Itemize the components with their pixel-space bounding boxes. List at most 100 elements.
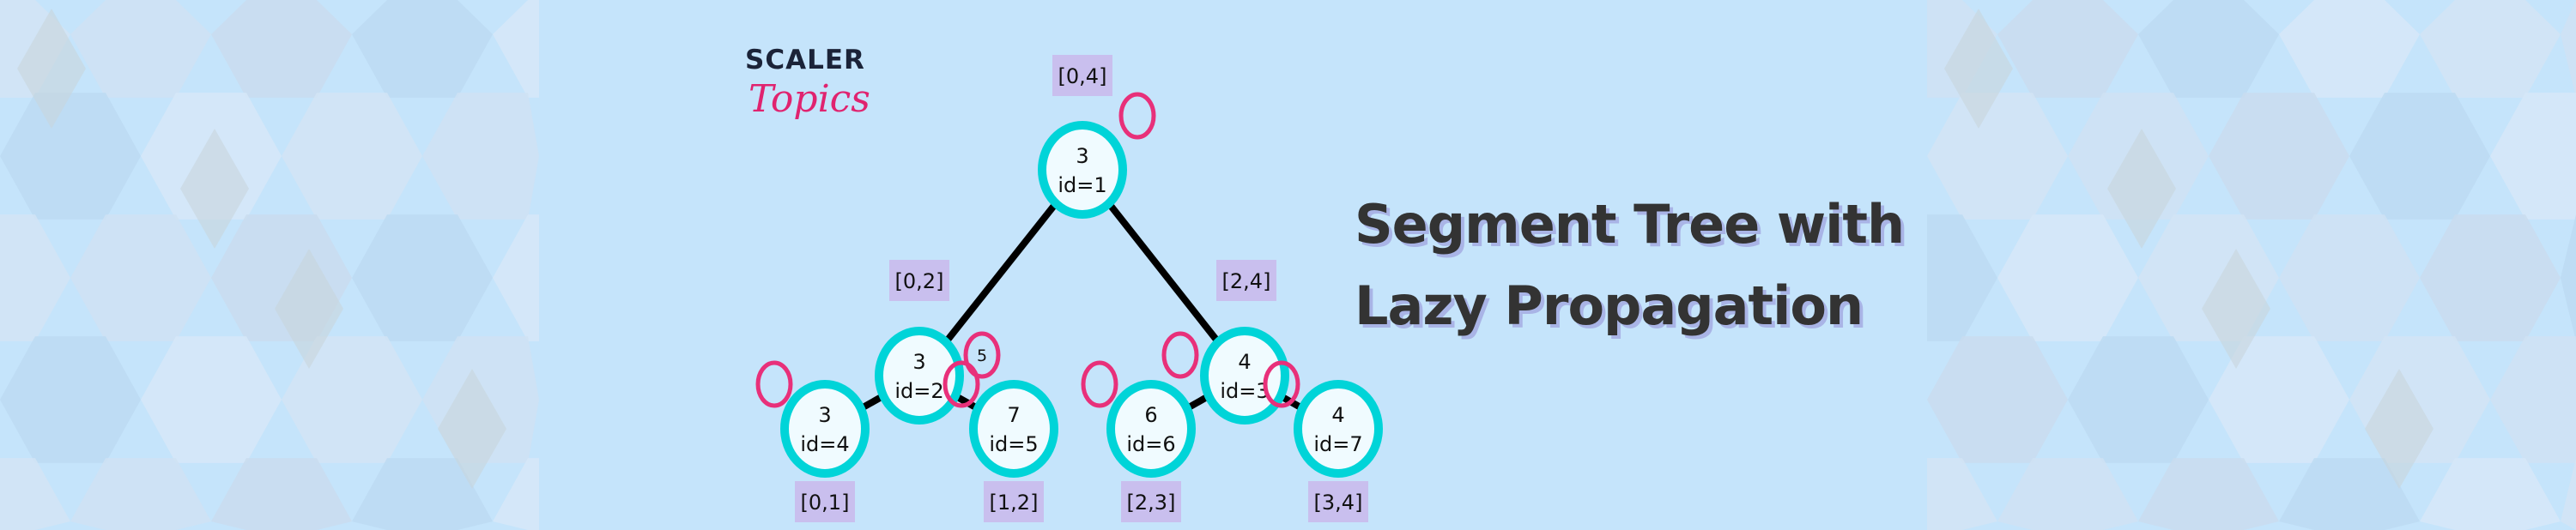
node-value: 4 <box>1331 403 1344 427</box>
hexagon-shape <box>1927 458 1997 530</box>
range-label: [1,2] <box>990 491 1039 515</box>
hexagon-shape <box>70 0 211 98</box>
hexagon-shape <box>1927 336 2068 463</box>
range-label: [2,3] <box>1127 491 1176 515</box>
lazy-value-circle <box>1263 360 1300 408</box>
hexagon-shape <box>211 0 352 98</box>
hexagon-shape <box>493 0 539 98</box>
tree-node: 3id=2[0,2]5 <box>875 260 1001 425</box>
hexagon-shape <box>0 93 141 220</box>
hexagon-shape <box>2279 0 2420 98</box>
tree-node: 3 id=1 [0,4] <box>1038 55 1156 219</box>
hexagon-shape <box>0 214 70 341</box>
lazy-value-circle <box>963 331 1001 379</box>
range-label: [0,1] <box>801 491 850 515</box>
hexagon-shape <box>493 214 539 341</box>
range-label-box <box>1308 481 1368 522</box>
hexagon-shape <box>2561 458 2576 530</box>
hexagon-shape <box>2138 458 2279 530</box>
node-circle <box>1038 121 1127 219</box>
diamond-shape <box>1944 9 2013 129</box>
tree-node: 4id=7[3,4] <box>1263 360 1383 522</box>
diamond-shape <box>2365 369 2434 489</box>
lazy-value-circle <box>1118 92 1156 140</box>
node-id: id=1 <box>1058 173 1106 197</box>
title-line-1: Segment Tree with <box>1355 193 1905 256</box>
node-circle <box>1200 327 1289 425</box>
logo-topics-text: Topics <box>749 77 870 121</box>
node-circle <box>969 380 1058 478</box>
node-id: id=7 <box>1313 432 1362 456</box>
hexagon-shape <box>2209 336 2349 463</box>
hexagon-shape <box>2490 93 2576 220</box>
hexagon-shape <box>422 93 539 220</box>
hexagon-shape <box>0 458 70 530</box>
hexagon-shape <box>1997 458 2138 530</box>
lazy-value: 5 <box>977 346 987 365</box>
diamond-shape <box>438 369 506 489</box>
tree-node: 4 id=3 [2,4] <box>1161 260 1289 425</box>
hexagon-shape <box>0 336 141 463</box>
node-id: id=3 <box>1220 379 1269 403</box>
hexagon-shape <box>2561 0 2576 98</box>
hexagon-shape <box>2138 0 2279 98</box>
tree-node: 7 id=5 [1,2] <box>943 360 1058 522</box>
node-circle <box>1106 380 1196 478</box>
hexagon-shape <box>2209 93 2349 220</box>
hexagon-shape <box>352 214 493 341</box>
hexagon-shape <box>282 93 422 220</box>
node-circle <box>1294 380 1383 478</box>
range-label-box <box>984 481 1044 522</box>
hexagon-shape <box>1997 0 2138 98</box>
lazy-value-circle <box>1161 331 1199 379</box>
hexagon-shape <box>2561 214 2576 341</box>
hexagon-shape <box>2279 214 2420 341</box>
hexagon-shape <box>141 336 282 463</box>
hexagon-shape <box>70 214 211 341</box>
hexagon-shape <box>211 458 352 530</box>
node-id: id=4 <box>800 432 849 456</box>
diamond-shape <box>180 129 249 249</box>
lazy-value-circle <box>755 360 793 408</box>
left-hex-band <box>0 0 539 530</box>
lazy-value-circle <box>1081 360 1118 408</box>
node-value: 3 <box>818 403 831 427</box>
scaler-topics-logo: SCALER Topics <box>745 45 870 122</box>
range-label: [2,4] <box>1222 269 1271 293</box>
range-label-box <box>1052 55 1112 96</box>
page-title: Segment Tree with Lazy Propagation <box>1355 184 1905 346</box>
lazy-value-circle <box>943 360 980 408</box>
node-value: 3 <box>1076 144 1088 168</box>
hexagon-shape <box>1997 214 2138 341</box>
diamond-shape <box>2202 249 2270 369</box>
range-label: [0,2] <box>895 269 944 293</box>
range-label: [0,4] <box>1058 64 1107 88</box>
diamond-shape <box>2107 129 2176 249</box>
hexagon-shape <box>2068 336 2209 463</box>
range-label-box <box>1121 481 1181 522</box>
range-label-box <box>889 260 949 301</box>
hexagon-shape <box>493 458 539 530</box>
diamond-shape <box>17 9 86 129</box>
node-value: 6 <box>1144 403 1157 427</box>
node-id: id=6 <box>1126 432 1175 456</box>
hexagon-shape <box>2349 93 2490 220</box>
hexagon-shape <box>282 336 422 463</box>
range-label-box <box>795 481 855 522</box>
range-label-box <box>1216 260 1276 301</box>
node-value: 4 <box>1238 350 1251 374</box>
hexagon-shape <box>2420 214 2561 341</box>
hexagon-shape <box>70 458 211 530</box>
node-circle <box>875 327 964 425</box>
node-value: 7 <box>1007 403 1020 427</box>
node-id: id=5 <box>989 432 1038 456</box>
node-circle <box>780 380 870 478</box>
node-value: 3 <box>912 350 925 374</box>
hexagon-shape <box>352 0 493 98</box>
hexagon-shape <box>352 458 493 530</box>
hexagon-shape <box>1927 214 1997 341</box>
hexagon-shape <box>2420 458 2561 530</box>
tree-node: 3 id=4 [0,1] <box>755 360 870 522</box>
